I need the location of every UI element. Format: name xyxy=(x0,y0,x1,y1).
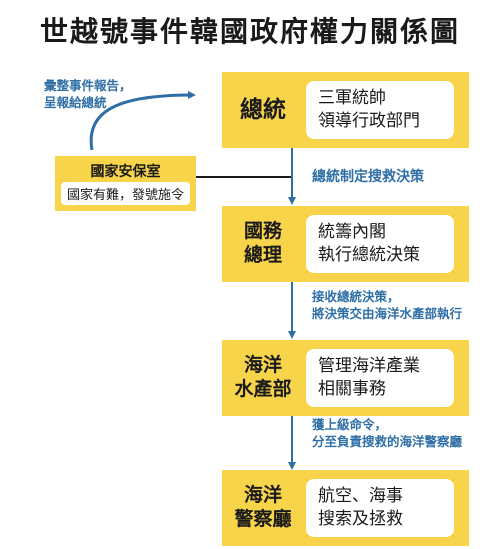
node-role-line: 海洋 xyxy=(243,484,282,507)
node-desc-line: 執行總統決策 xyxy=(318,245,420,265)
node-desc-line: 統籌內閣 xyxy=(318,222,386,243)
node-role: 海洋 水產部 xyxy=(222,340,304,416)
node-role-line: 海洋 xyxy=(243,354,282,377)
node-desc: 統籌內閣 執行總統決策 xyxy=(306,215,454,273)
edge-label: 接收總統決策， 將決策交由海洋水產部執行 xyxy=(312,289,462,323)
edge-label: 獲上級命令， 分至負責搜救的海洋警察廳 xyxy=(312,417,462,451)
node-national-security-office: 國家安保室 國家有難，發號施令 xyxy=(55,156,196,211)
node-role: 海洋 警察廳 xyxy=(222,470,304,546)
node-desc-line: 三軍統帥 xyxy=(318,88,386,109)
node-role-line: 水產部 xyxy=(234,378,292,400)
node-desc-line: 搜索及拯救 xyxy=(318,509,403,529)
edge-label-line: 總統制定搜救決策 xyxy=(312,169,424,185)
node-desc-line: 航空、海事 xyxy=(318,486,403,507)
node-role: 總統 xyxy=(222,72,304,148)
nsc-desc: 國家有難，發號施令 xyxy=(61,182,190,205)
nsc-title: 國家安保室 xyxy=(90,164,161,180)
report-note-line: 呈報給總統 xyxy=(44,94,107,110)
edge-label-line: 分至負責搜救的海洋警察廳 xyxy=(312,433,463,449)
report-note: 彙整事件報告， 呈報給總統 xyxy=(44,78,132,112)
node-desc-line: 管理海洋產業 xyxy=(318,356,420,377)
node-role: 國務 總理 xyxy=(222,206,304,282)
node-desc: 航空、海事 搜索及拯救 xyxy=(306,479,454,537)
edge-label-line: 將決策交由海洋水產部執行 xyxy=(312,305,463,321)
node-ministry-of-oceans: 海洋 水產部 管理海洋產業 相關事務 xyxy=(222,340,469,416)
node-prime-minister: 國務 總理 統籌內閣 執行總統決策 xyxy=(222,206,469,282)
edge-label-line: 獲上級命令， xyxy=(312,417,388,432)
edge-label-line: 接收總統決策， xyxy=(312,289,400,304)
node-coast-guard: 海洋 警察廳 航空、海事 搜索及拯救 xyxy=(222,470,469,546)
node-president: 總統 三軍統帥 領導行政部門 xyxy=(222,72,469,148)
node-role-line: 警察廳 xyxy=(234,508,292,530)
edge-label: 總統制定搜救決策 xyxy=(312,168,424,187)
node-role-line: 總統 xyxy=(240,96,286,123)
report-note-line: 彙整事件報告， xyxy=(44,78,132,93)
node-desc-line: 領導行政部門 xyxy=(318,111,420,131)
node-role-line: 國務 xyxy=(243,220,282,243)
node-desc-line: 相關事務 xyxy=(318,379,386,399)
node-desc: 管理海洋產業 相關事務 xyxy=(306,349,454,407)
report-curve-arrow xyxy=(89,91,196,151)
page-title: 世越號事件韓國政府權力關係圖 xyxy=(39,15,460,48)
node-desc: 三軍統帥 領導行政部門 xyxy=(306,81,454,139)
node-role-line: 總理 xyxy=(243,244,282,266)
